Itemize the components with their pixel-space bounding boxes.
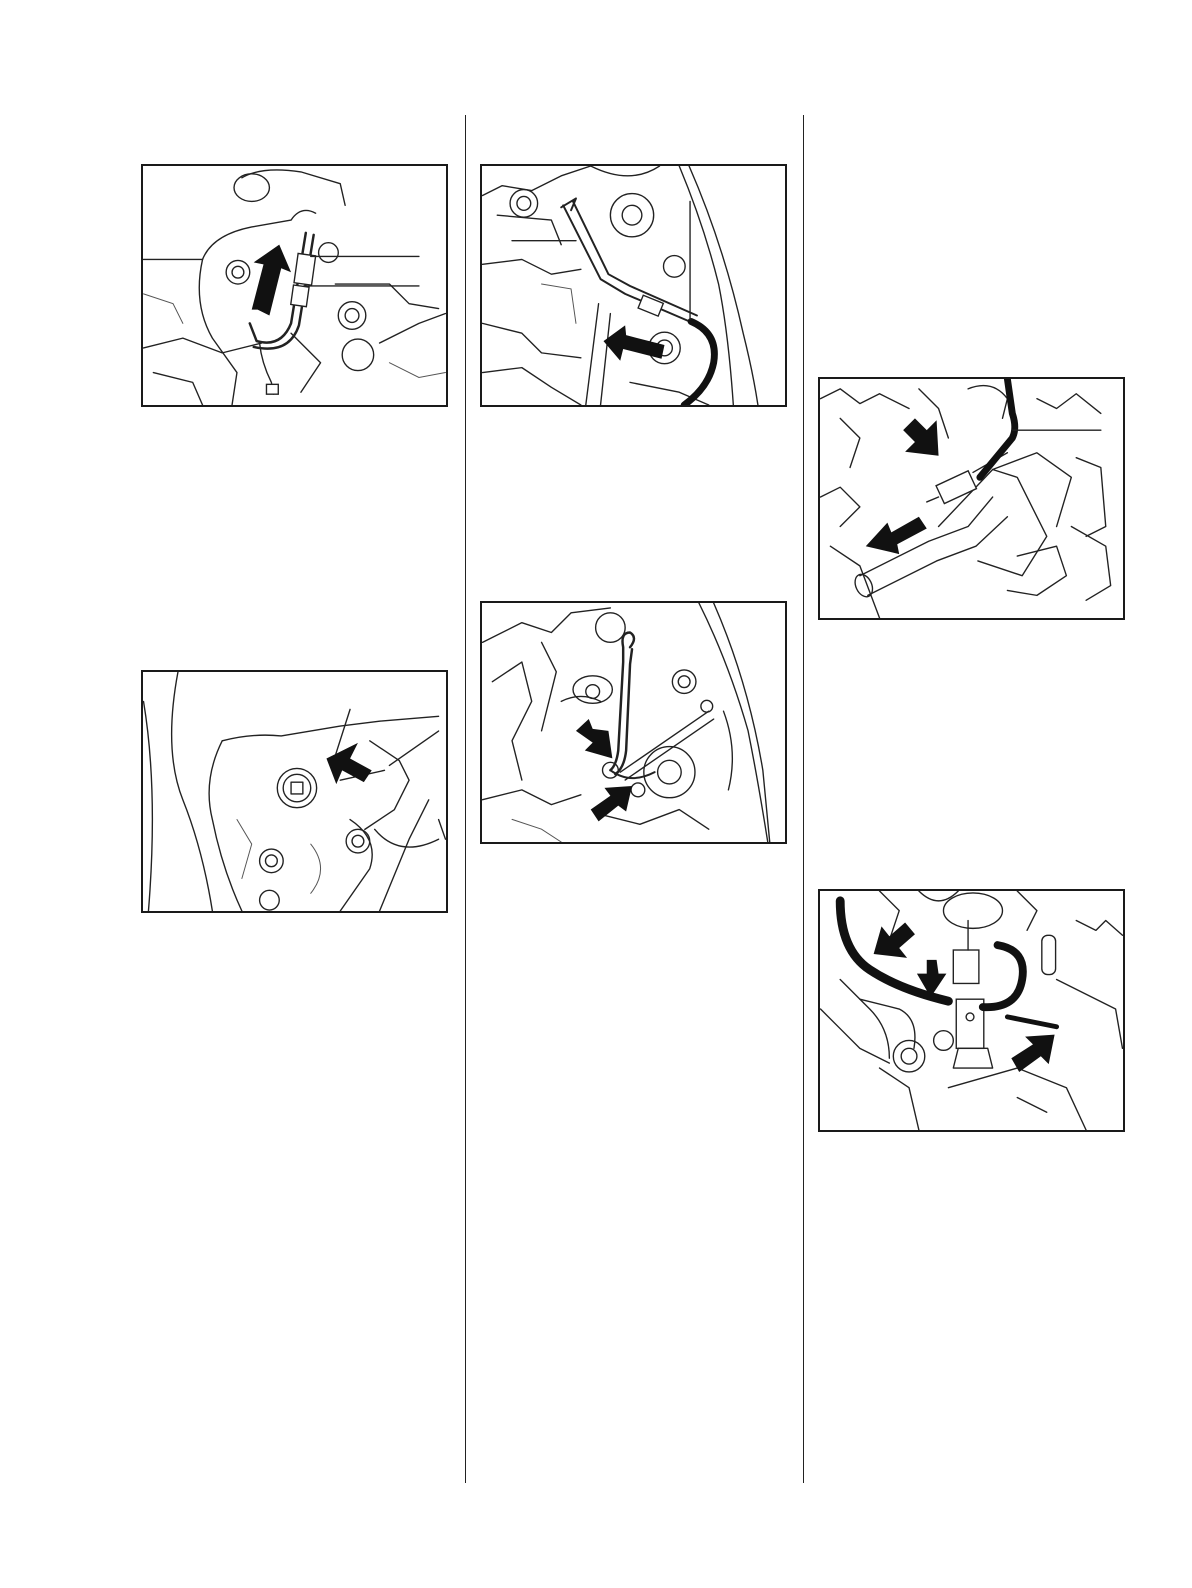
direction-arrow-up: [252, 245, 291, 316]
illustration-tube-fitting: [818, 377, 1125, 620]
direction-arrow-up-right: [591, 786, 632, 821]
linkage-clips-drawing: [482, 603, 785, 842]
column-divider-left: [465, 115, 466, 1483]
illustration-hose-routing: [480, 164, 787, 407]
illustration-hose-clamp: [818, 889, 1125, 1132]
hose-clamp-drawing: [820, 891, 1123, 1130]
direction-arrow-up-right: [1011, 1035, 1054, 1072]
illustration-hose-connector: [141, 164, 448, 407]
direction-arrow-down-right: [903, 418, 938, 455]
hose-routing-drawing: [482, 166, 785, 405]
direction-arrow-down-right: [576, 719, 612, 758]
hose-connector-drawing: [143, 166, 446, 405]
screw-location-drawing: [143, 672, 446, 911]
direction-arrow-left: [604, 325, 665, 360]
column-divider-right: [803, 115, 804, 1483]
tube-fitting-drawing: [820, 379, 1123, 618]
direction-arrow-down-left: [866, 517, 927, 554]
illustration-screw-location: [141, 670, 448, 913]
illustration-linkage-clips: [480, 601, 787, 844]
direction-arrow-down-left: [874, 922, 915, 957]
